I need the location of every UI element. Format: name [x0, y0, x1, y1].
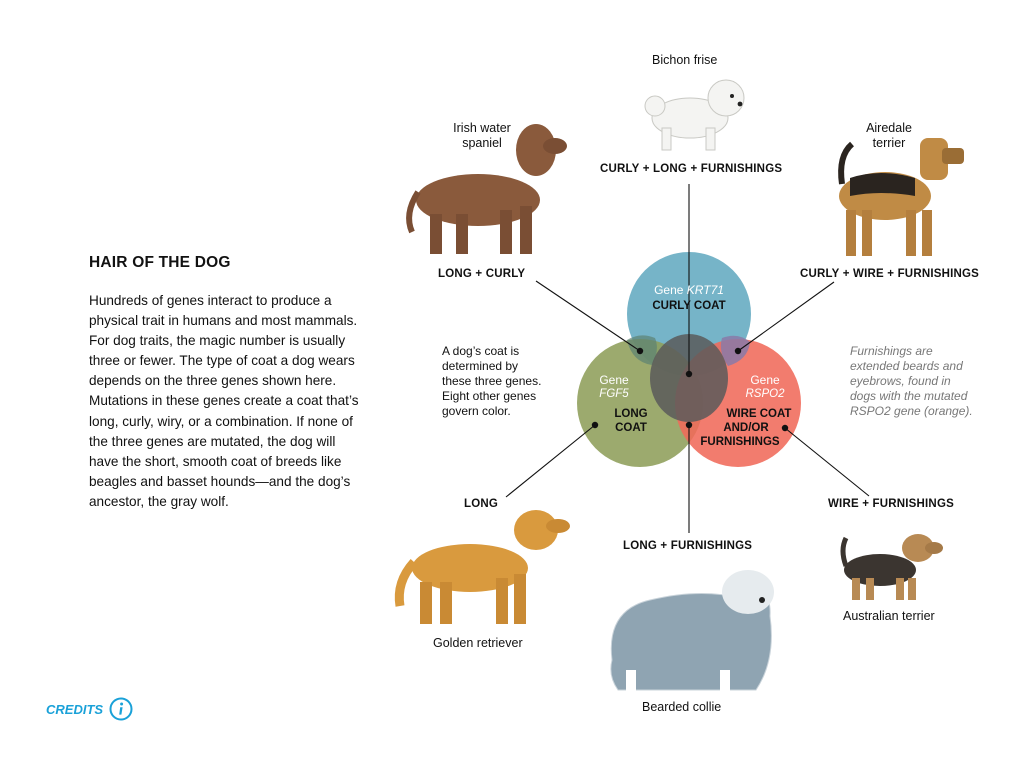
bearded-collie-illustration — [610, 570, 774, 692]
irish-water-spaniel-illustration — [406, 124, 567, 254]
curly-gene-label: Gene KRT71 — [654, 283, 724, 297]
wire-trait-line1: WIRE COAT — [727, 408, 792, 420]
leader-long — [505, 424, 596, 498]
leader-long-curly — [535, 280, 641, 352]
golden-retriever-illustration — [394, 510, 570, 624]
combo-long-curly: LONG + CURLY — [438, 268, 526, 280]
intro-note: A dog’s coat is determined by these thre… — [442, 344, 542, 418]
wire-gene-name: RSPO2 — [746, 388, 786, 400]
overlap-center — [650, 334, 728, 422]
breed-label-irish-line1: Irish water — [453, 121, 511, 135]
long-gene-name: FGF5 — [599, 388, 629, 400]
wire-gene-prefix: Gene — [750, 373, 780, 387]
combo-long-furnishings: LONG + FURNISHINGS — [623, 540, 753, 552]
leader-curly-wire — [737, 281, 835, 352]
breed-label-irish-water-spaniel: Irish water spaniel — [451, 121, 513, 151]
curly-trait-label: CURLY COAT — [652, 300, 725, 312]
breed-label-bearded-collie: Bearded collie — [642, 700, 722, 714]
breed-label-golden-retriever: Golden retriever — [433, 636, 523, 650]
bichon-frise-illustration — [644, 79, 745, 151]
airedale-terrier-illustration — [838, 138, 964, 256]
breed-label-bichon-frise: Bichon frise — [652, 53, 718, 67]
breed-label-airedale-line1: Airedale — [866, 121, 912, 135]
combo-long: LONG — [464, 498, 499, 510]
breed-label-airedale-line2: terrier — [872, 136, 906, 150]
australian-terrier-illustration — [840, 534, 943, 600]
long-trait-line1: LONG — [614, 408, 647, 420]
breed-label-irish-line2: spaniel — [462, 136, 502, 150]
furnishings-note: Furnishings are extended beards and eyeb… — [850, 344, 973, 418]
info-icon — [109, 697, 133, 721]
credits-button[interactable]: CREDITS — [46, 697, 133, 721]
article-body: Hundreds of genes interact to produce a … — [89, 293, 359, 509]
wire-trait-line3: FURNISHINGS — [700, 436, 780, 448]
combo-curly-wire-furnishings: CURLY + WIRE + FURNISHINGS — [800, 268, 980, 280]
leader-wire-furnishings — [784, 427, 870, 497]
combo-wire-furnishings: WIRE + FURNISHINGS — [828, 498, 954, 510]
breed-label-australian-terrier: Australian terrier — [843, 609, 935, 623]
article-title: HAIR OF THE DOG — [89, 254, 231, 271]
credits-label: CREDITS — [46, 701, 104, 717]
breed-label-airedale-terrier: Airedale terrier — [862, 121, 916, 151]
combo-curly-long-furnishings: CURLY + LONG + FURNISHINGS — [600, 163, 783, 175]
long-trait-line2: COAT — [615, 422, 647, 434]
wire-trait-line2: AND/OR — [723, 422, 769, 434]
long-gene-prefix: Gene — [599, 373, 629, 387]
